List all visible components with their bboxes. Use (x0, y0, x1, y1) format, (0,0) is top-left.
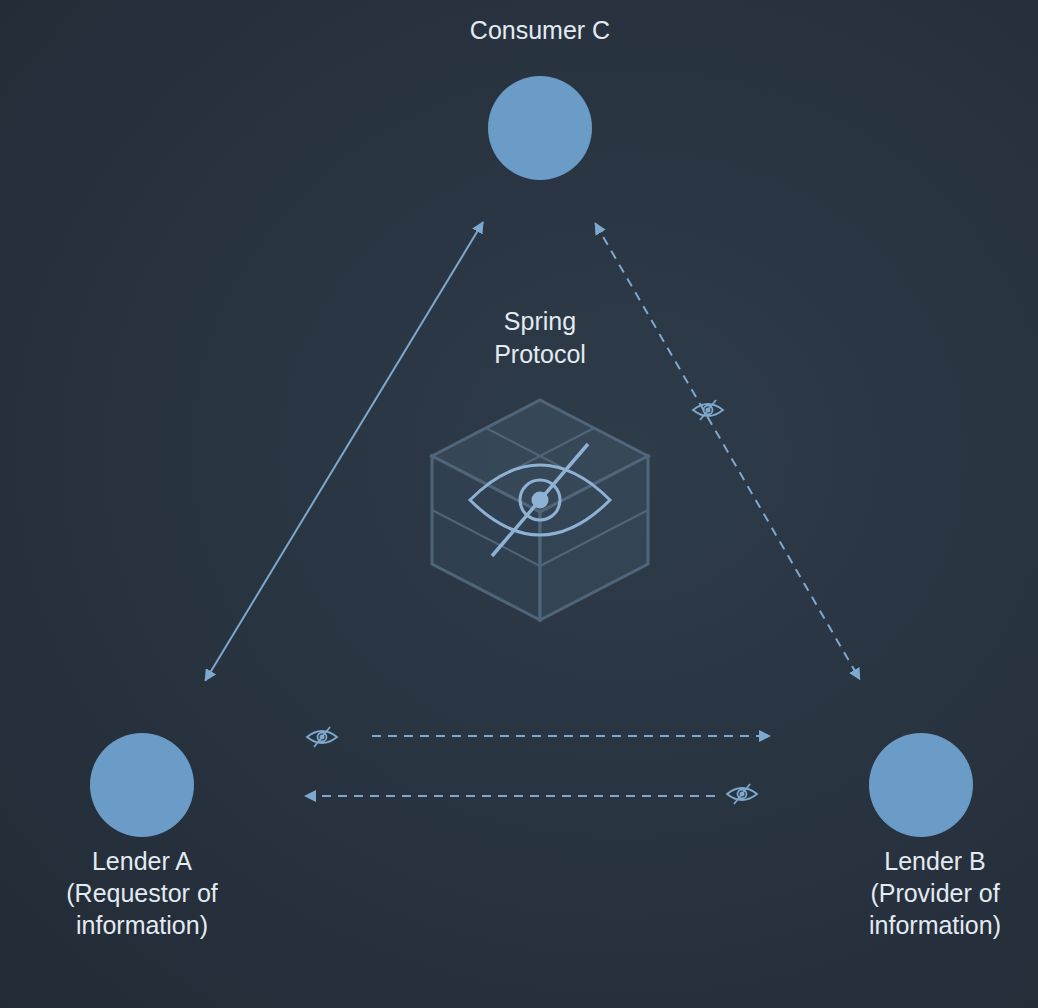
party-role: (Provider of information) (848, 877, 1023, 941)
small-eye-icon (727, 784, 757, 804)
data-flow-arrow (372, 735, 770, 737)
small-eye-icon (307, 727, 337, 747)
party-name: Lender A (92, 845, 192, 877)
party-node: Consumer C (470, 14, 610, 180)
party-name: Consumer C (470, 14, 610, 46)
party-node: Lender A(Requestor of information) (47, 733, 237, 941)
party-name: Lender B (884, 845, 985, 877)
party-circle (869, 733, 973, 837)
data-flow-arrow (305, 795, 715, 797)
party-circle (90, 733, 194, 837)
party-circle (488, 76, 592, 180)
party-node: Lender B(Provider of information) (834, 733, 1009, 941)
protocol-label: Spring Protocol (475, 305, 605, 371)
data-flow-arrow (595, 223, 860, 679)
hidden-eye-icon (470, 444, 610, 556)
party-role: (Requestor of information) (47, 877, 237, 941)
data-flow-arrow (205, 222, 483, 681)
protocol-cube-icon (432, 400, 648, 620)
